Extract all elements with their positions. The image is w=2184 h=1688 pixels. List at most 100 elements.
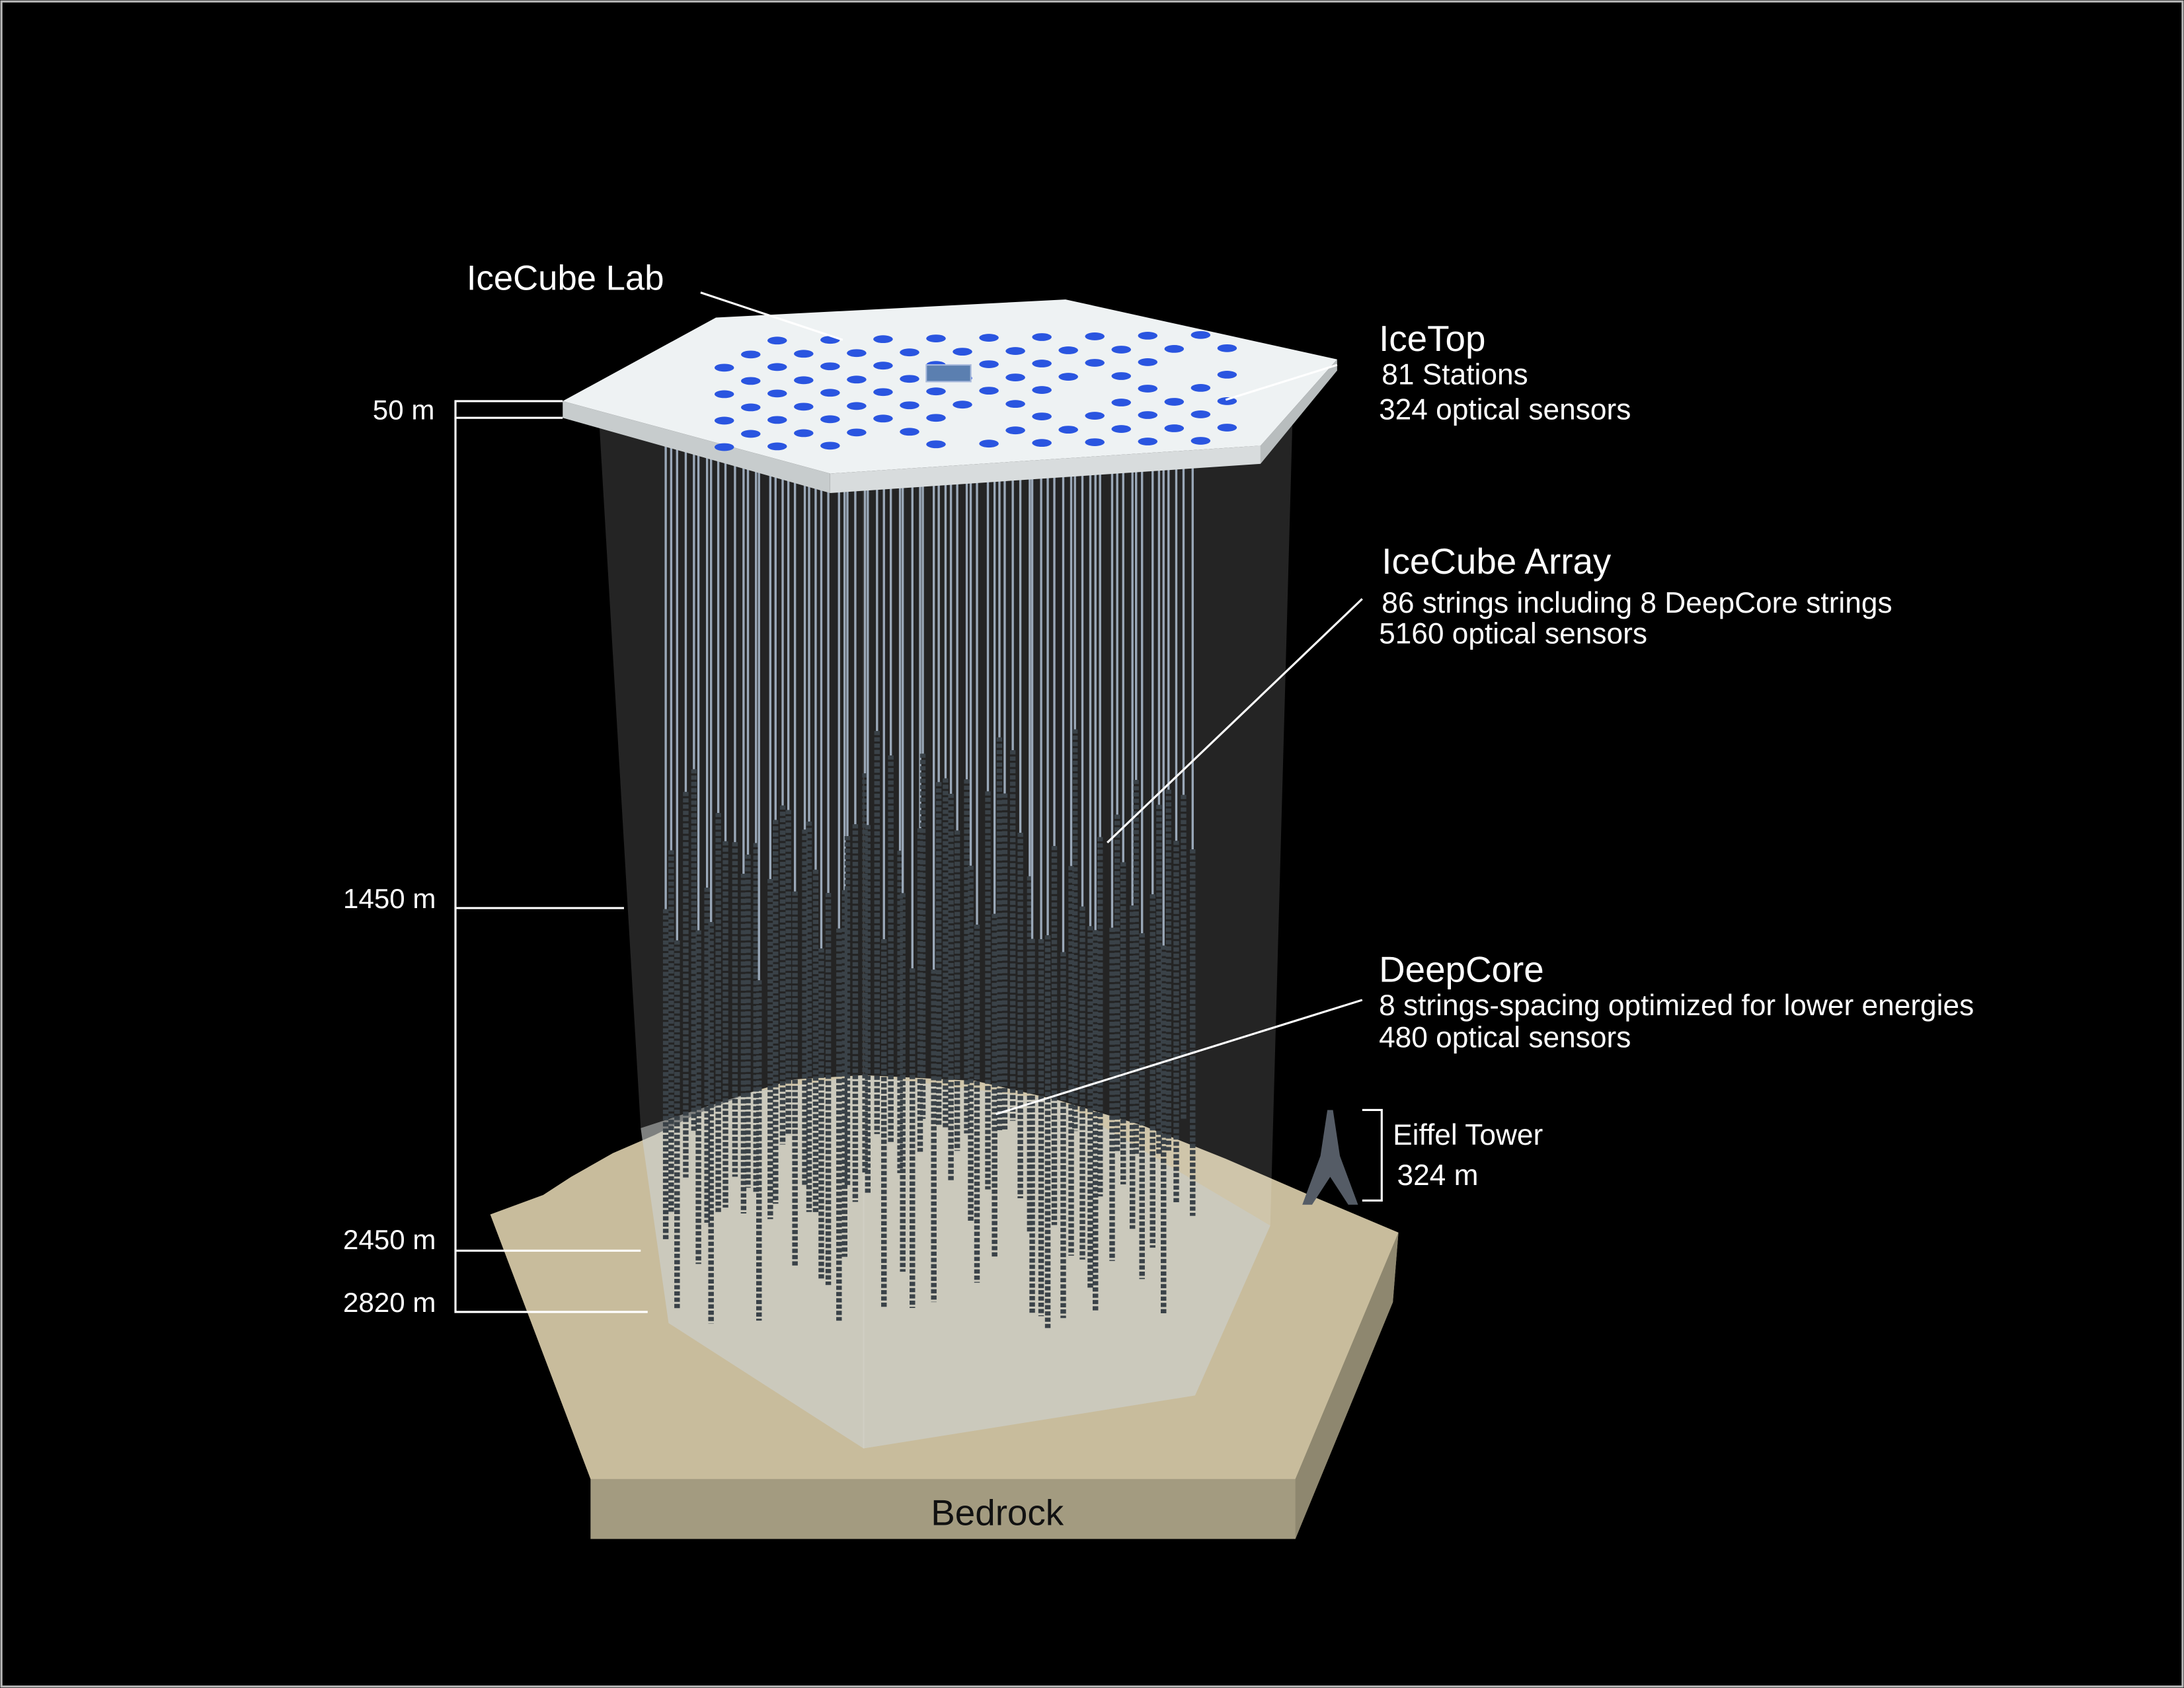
icetop-station [820,362,840,371]
icetop-line1: 81 Stations [1382,359,1528,391]
icetop-station [1138,385,1158,393]
icetop-station [873,335,893,344]
icetop-station [1190,384,1211,392]
icetop-station [953,401,972,409]
icetop-station [1190,437,1211,445]
icetop-station [794,429,814,438]
icetop-station [979,360,999,368]
icetop-station [741,403,761,412]
icetop-station [873,362,893,370]
icetop-station [767,389,787,398]
eiffel-label: Eiffel Tower [1393,1119,1543,1151]
array-line2: 5160 optical sensors [1379,618,1647,650]
icetop-station [847,375,867,384]
icetop-station [1111,372,1131,380]
array-line1: 86 strings including 8 DeepCore strings [1382,587,1892,619]
icetop-station [1138,411,1158,419]
depth-label-2450: 2450 m [343,1224,436,1255]
icetop-station [1058,426,1078,434]
icetop-title: IceTop [1379,318,1485,359]
icetop-station [820,389,840,397]
icetop-station [1032,333,1052,341]
icetop-station [714,364,734,372]
icetop-station [1217,397,1237,405]
icetop-station [1138,438,1158,445]
icetop-station [873,388,893,397]
icetop-station [1111,425,1131,433]
icecube-lab-label: IceCube Lab [467,258,664,297]
icetop-station [794,403,814,411]
icetop-station [979,387,999,395]
deepcore-line1: 8 strings-spacing optimized for lower en… [1379,989,1974,1022]
icetop-station [741,377,761,385]
icetop-station [714,443,734,451]
icetop-station [820,415,840,424]
icetop-station [1085,438,1105,446]
icetop-stations [714,330,1237,451]
icetop-station [1058,346,1078,354]
deepcore-title: DeepCore [1379,949,1544,990]
icetop-station [1085,359,1105,367]
icetop-station [714,390,734,399]
eiffel-tower-icon [1302,1110,1358,1205]
icetop-station [794,350,814,358]
icetop-station [1032,360,1052,367]
icetop-station [1138,331,1158,340]
icetop-station [741,350,761,359]
icetop-station [900,375,919,383]
icetop-station [1217,424,1237,432]
icetop-station [1111,346,1131,354]
deepcore-line2: 480 optical sensors [1379,1022,1631,1054]
string-array [662,445,1196,1330]
eiffel-height: 324 m [1397,1159,1478,1192]
icetop-line2: 324 optical sensors [1379,393,1631,426]
icetop-station [1164,345,1185,353]
icetop-station [900,348,919,357]
icetop-station [953,348,972,356]
icetop-station [1005,400,1025,408]
icetop-station [926,387,946,396]
icetop-station [847,349,867,358]
icetop-station [1085,332,1105,340]
icetop-station [1032,412,1052,421]
array-title: IceCube Array [1382,541,1612,582]
icetop-station [926,414,946,422]
icetop-station [794,376,814,385]
icetop-station [1138,358,1158,366]
icetop-station [847,402,867,410]
icetop-station [926,334,946,343]
icetop-station [1005,347,1025,355]
icetop-station [1005,373,1025,382]
icetop-station [820,441,840,450]
icetop-station [1058,373,1078,381]
icetop-station [1190,330,1211,339]
icetop-station [1217,370,1237,379]
depth-label-2820: 2820 m [343,1287,436,1318]
icetop-station [741,430,761,438]
icetop-station [900,401,919,410]
depth-label-1450: 1450 m [343,883,436,914]
icetop-surface [563,299,1337,493]
icetop-station [979,440,999,448]
depth-label-50: 50 m [373,394,435,425]
icetop-station [1164,398,1185,406]
icetop-station [1085,412,1105,420]
icetop-station [900,428,919,436]
icetop-station [926,440,946,449]
bedrock-label: Bedrock [931,1492,1064,1533]
icetop-station [714,416,734,425]
leader-lines [454,291,1383,1313]
icetop-station [1190,410,1211,418]
icetop-station [1032,439,1052,447]
icetop-station [1217,344,1237,352]
icetop-station [767,416,787,424]
icetop-station [767,336,787,345]
icetop-station [767,442,787,451]
icetop-station [979,334,999,342]
icetop-station [1111,399,1131,406]
icetop-station [1164,424,1185,432]
icetop-station [1032,386,1052,394]
icecube-lab-building [925,364,972,383]
icetop-station [767,363,787,371]
